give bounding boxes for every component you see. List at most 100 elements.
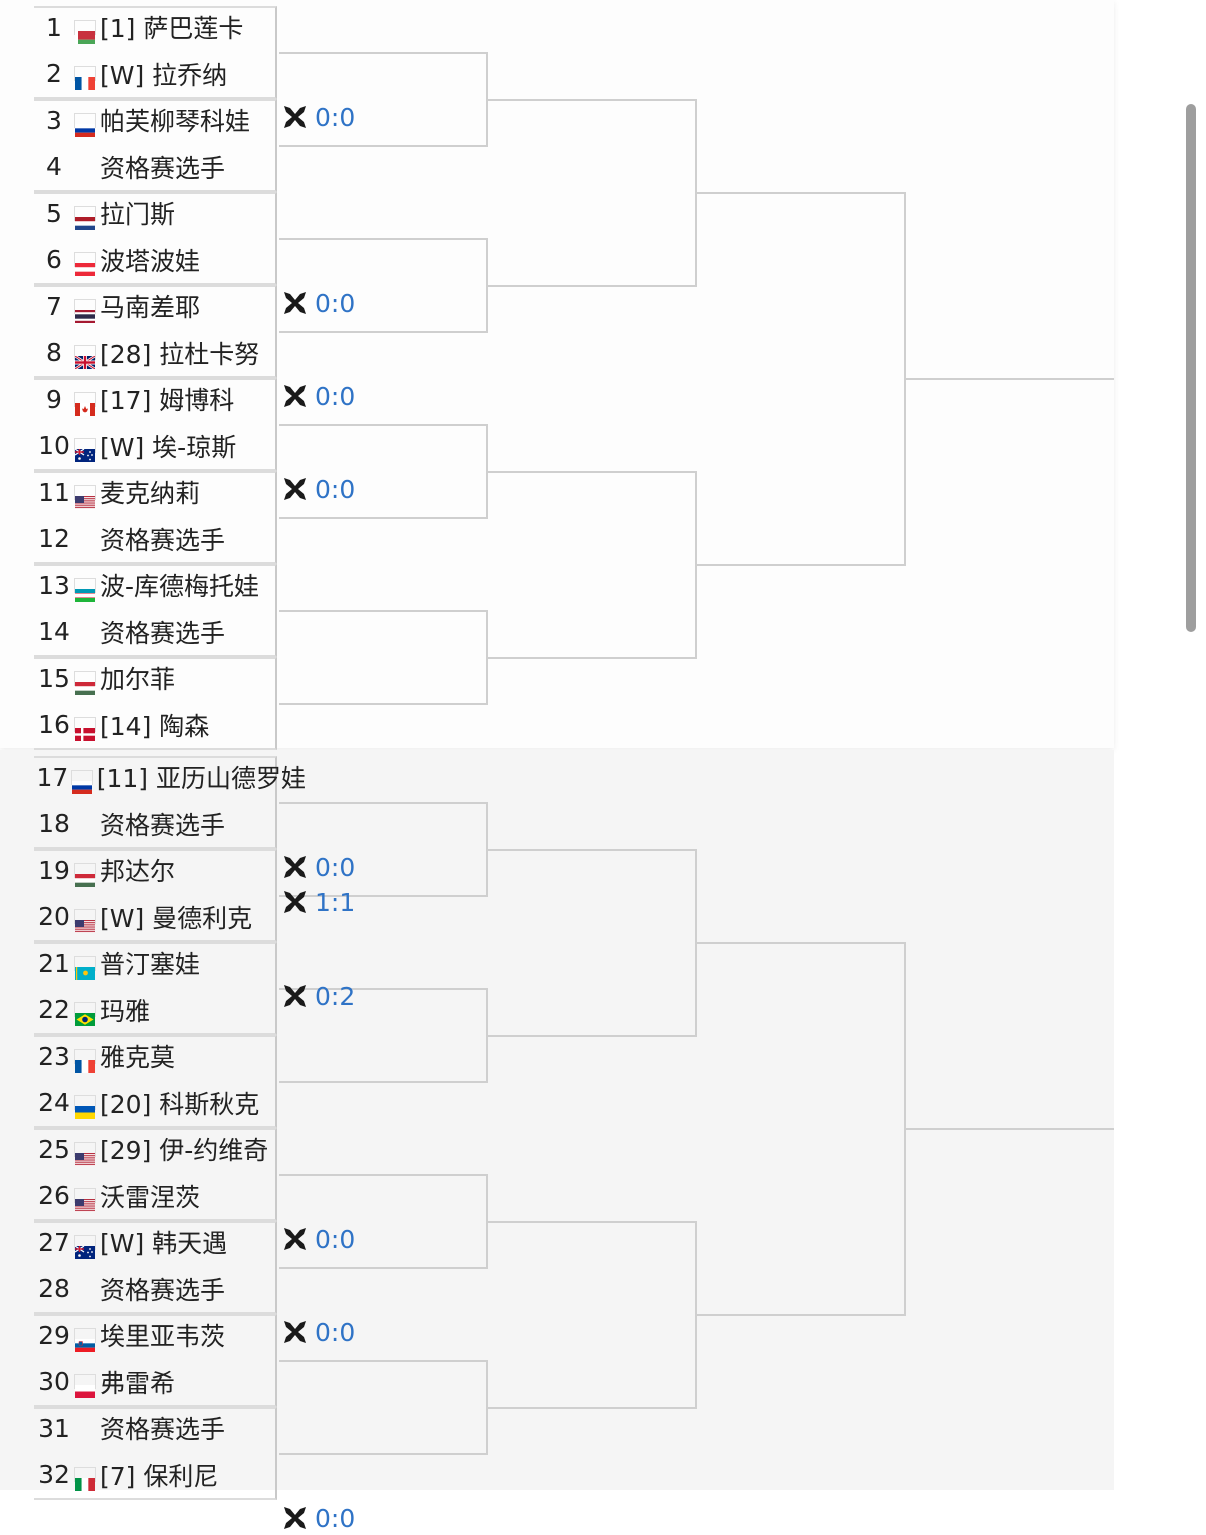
seed-position: 28 — [38, 1274, 70, 1303]
h2h-score-link[interactable]: 0:0 — [281, 1501, 355, 1535]
player-row[interactable]: 24[20] 科斯秋克 — [36, 1081, 306, 1125]
player-name: [7] 保利尼 — [100, 1461, 219, 1491]
h2h-swords-icon — [284, 891, 306, 913]
player-row[interactable]: 16[14] 陶森 — [36, 703, 306, 747]
player-name: 邦达尔 — [100, 857, 176, 886]
scrollbar-thumb[interactable] — [1186, 104, 1196, 632]
player-row[interactable]: 25[29] 伊-约维奇 — [36, 1127, 306, 1171]
h2h-swords-icon — [284, 985, 306, 1007]
h2h-score-text: 0:0 — [315, 102, 356, 132]
seed-position: 32 — [38, 1460, 70, 1489]
h2h-swords-icon — [284, 478, 306, 500]
australia-flag-icon — [74, 438, 96, 462]
player-name: 弗雷希 — [100, 1368, 176, 1398]
player-row[interactable]: 27[W] 韩天遇 — [36, 1220, 306, 1264]
player-name: 波-库德梅托娃 — [100, 572, 260, 601]
player-row[interactable]: 8[28] 拉杜卡努 — [36, 331, 306, 375]
h2h-score-text: 0:0 — [315, 1224, 356, 1254]
no-flag — [74, 159, 96, 174]
player-row[interactable]: 20[W] 曼德利克 — [36, 895, 306, 939]
match-box — [34, 564, 277, 657]
h2h-score-link[interactable]: 0:0 — [281, 100, 355, 134]
h2h-swords-icon — [284, 292, 306, 314]
italy-flag-icon — [74, 1467, 96, 1491]
usa-flag-icon — [74, 1141, 96, 1166]
bracket-connector — [697, 191, 905, 194]
player-row[interactable]: 2[W] 拉乔纳 — [36, 52, 306, 96]
player-row[interactable]: 23 雅克莫 — [36, 1034, 306, 1078]
h2h-score-link[interactable]: 0:0 — [281, 1222, 355, 1256]
bracket-connector — [695, 470, 697, 659]
bracket-connector — [695, 1220, 697, 1409]
player-name: 玛雅 — [100, 996, 151, 1026]
no-flag — [74, 1281, 96, 1296]
match-box — [34, 378, 277, 471]
h2h-score-link[interactable]: 0:0 — [281, 850, 355, 884]
player-row[interactable]: 9[17] 姆博科 — [36, 377, 306, 421]
player-row[interactable]: 17[11] 亚历山德罗娃 — [36, 755, 306, 799]
match-box — [34, 1128, 277, 1221]
player-name: [20] 科斯秋克 — [100, 1089, 260, 1119]
h2h-score-text: 0:0 — [315, 1317, 356, 1347]
seed-position: 23 — [38, 1041, 70, 1071]
h2h-score-link[interactable]: 0:0 — [281, 1315, 355, 1349]
match-box — [34, 1221, 277, 1314]
match-box — [34, 942, 277, 1035]
bracket-connector — [904, 191, 906, 566]
h2h-score-link[interactable]: 1:1 — [281, 885, 355, 919]
player-row[interactable]: 32 [7] 保利尼 — [36, 1453, 306, 1497]
match-box — [34, 99, 277, 192]
h2h-score-link[interactable]: 0:2 — [281, 979, 355, 1013]
h2h-score-link[interactable]: 0:0 — [281, 472, 355, 506]
bracket-connector — [904, 941, 906, 1316]
austria-flag-icon — [74, 252, 96, 276]
player-row[interactable]: 1[1] 萨巴莲卡 — [36, 5, 306, 49]
bracket-connector — [279, 802, 487, 804]
seed-position: 13 — [38, 570, 70, 600]
player-name: 雅克莫 — [100, 1043, 176, 1072]
ukraine-flag-icon — [74, 1095, 96, 1119]
netherlands-flag-icon — [74, 205, 96, 230]
match-box — [34, 1314, 277, 1407]
h2h-swords-icon — [284, 1228, 306, 1250]
player-name: [W] 韩天遇 — [100, 1229, 228, 1258]
bracket-connector — [488, 470, 696, 473]
player-name: [17] 姆博科 — [100, 386, 235, 415]
h2h-score-link[interactable]: 0:0 — [281, 286, 355, 320]
bracket-connector — [488, 1034, 696, 1037]
bracket-connector — [486, 988, 488, 1083]
player-row[interactable]: 10[W] 埃-琼斯 — [36, 424, 306, 468]
player-name: 资格赛选手 — [100, 153, 226, 183]
seed-position: 20 — [38, 902, 70, 931]
bracket-connector — [488, 848, 696, 851]
bracket-connector — [488, 98, 696, 101]
player-name: 埃里亚韦茨 — [100, 1322, 226, 1351]
match-box — [34, 849, 277, 942]
match-box — [34, 1035, 277, 1128]
player-row[interactable]: 13 波-库德梅托娃 — [36, 563, 306, 607]
match-box — [34, 657, 277, 750]
seed-position: 1 — [46, 12, 62, 42]
h2h-score-text: 0:2 — [315, 981, 356, 1011]
seed-position: 14 — [38, 617, 70, 646]
h2h-score-link[interactable]: 0:0 — [281, 379, 355, 413]
player-name: 资格赛选手 — [100, 810, 226, 840]
